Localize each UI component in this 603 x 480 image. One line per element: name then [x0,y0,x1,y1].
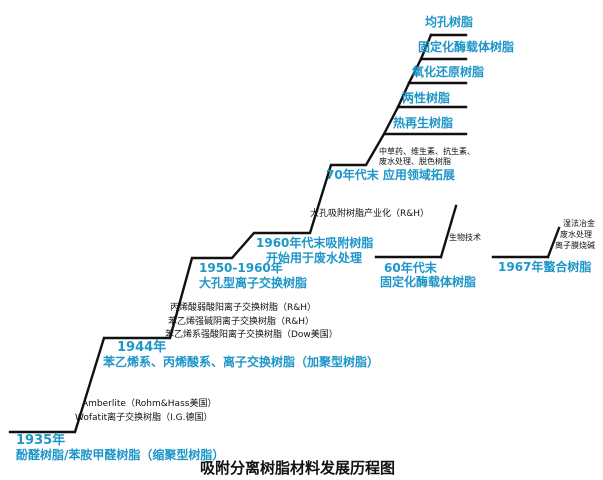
note-benqiangsuan: 苯乙烯系强酸阳离子交换树脂（Dow美国） [165,330,338,340]
milestone-1944-year: 1944年 [117,340,167,355]
branch-line-1 [382,105,400,136]
branch-line-4 [419,33,433,61]
branch-label-2: 固定化酶载体树脂 [418,40,515,54]
note-dakong: 大孔吸附树脂产业化（R&H） [310,209,430,219]
milestone-1935-year: 1935年 [16,433,66,448]
milestone-1960-line1: 1960年代末吸附树脂 [256,236,374,250]
milestone-1950-desc: 大孔型离子交换树脂 [199,276,308,290]
branch-line-3 [407,57,423,85]
branch-line-2 [396,81,411,109]
note-bingxi: 丙烯酸弱酸阳离子交换树脂（R&H） [170,303,317,313]
staircase-main-line [8,132,468,434]
note-zhongcaoyao-1: 中草药、维生素、抗生素、 [379,147,475,156]
side-branch-1967-v [546,226,561,259]
side-branch-60s-v [439,204,458,259]
milestone-60s-line1: 60年代末 [384,261,437,275]
note-zhongcaoyao-2: 废水处理、脱色树脂 [379,157,451,166]
note-feishui: 废水处理 [560,230,592,239]
milestone-1970: 70年代末 应用领域拓展 [326,168,455,182]
branch-label-4: 两性树脂 [402,91,451,105]
note-shengwu: 生物技术 [449,233,481,242]
milestone-1967: 1967年螯合树脂 [498,260,592,274]
branch-label-5: 热再生树脂 [393,116,454,130]
note-benqiangjian: 苯乙烯强碱阴离子交换树脂（R&H） [168,317,315,327]
branch-label-1: 均孔树脂 [425,15,474,29]
branch-label-3: 氧化还原树脂 [412,65,485,79]
milestone-1950-year: 1950-1960年 [199,261,283,275]
note-amberlite: Amberlite（Rohm&Hass美国） [82,399,217,409]
note-wofatit: Wofatit离子交换树脂（I.G.德国） [75,413,213,423]
milestone-1935-desc: 酚醛树脂/苯胺甲醛树脂（缩聚型树脂） [16,448,225,462]
milestone-1944-desc: 苯乙烯系、丙烯酸系、离子交换树脂（加聚型树脂） [103,355,380,369]
note-shifa: 湿法冶金 [563,219,595,228]
milestone-1960-line2: 开始用于废水处理 [266,251,363,265]
milestone-60s-line2: 固定化酶载体树脂 [380,275,477,289]
note-lizimo: 离子膜烧碱 [555,241,595,250]
diagram-caption: 吸附分离树脂材料发展历程图 [200,459,396,477]
